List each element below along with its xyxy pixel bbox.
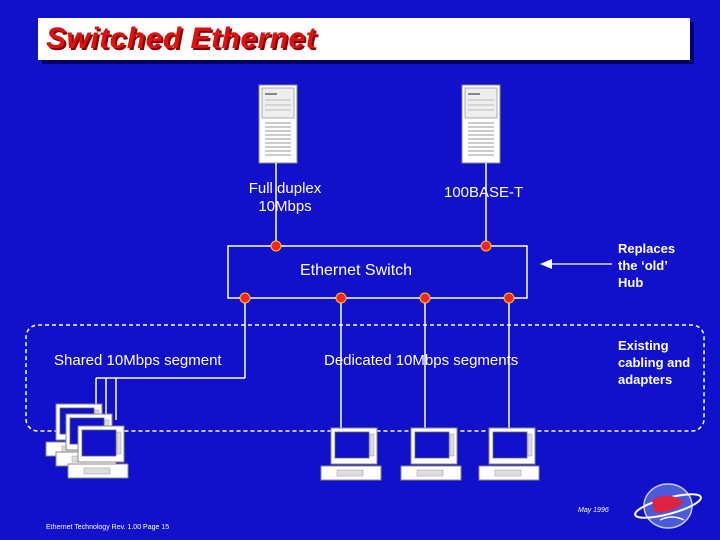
switch-port [270,240,282,252]
workstation-icon [478,427,540,481]
replaces-line1: Replaces [618,241,676,256]
replaces-hub-label: Replaces the ‘old’ Hub [618,240,675,291]
server-icon [461,84,501,164]
replaces-line3: Hub [618,275,644,290]
footer-text: Ethernet Technology Rev. 1.00 Page 15 [46,524,170,531]
full-duplex-line2: 10Mbps [258,198,312,215]
dedicated-segments-label: Dedicated 10Mbps segments [324,352,519,369]
workstation-icon [320,427,382,481]
title-box: Switched Ethernet [38,18,690,60]
existing-line3: adapters [618,372,673,387]
globe-logo-icon [634,483,702,529]
switch-port [419,292,431,304]
switch-port [335,292,347,304]
existing-line2: cabling and [618,355,691,370]
switch-port [503,292,515,304]
base-t-label: 100BASE-T [444,184,524,201]
switch-box [227,245,528,299]
arrow-head-icon [540,259,552,269]
workstation-icon [400,427,462,481]
switch-port [480,240,492,252]
switch-label: Ethernet Switch [300,262,413,279]
existing-cabling-label: Existing cabling and adapters [618,337,690,388]
page-title: Switched Ethernet [46,22,317,55]
footer-date: May 1996 [578,507,609,514]
existing-line1: Existing [618,338,669,353]
full-duplex-line1: Full duplex [248,180,322,197]
replaces-line2: the ‘old’ [618,258,668,273]
server-icon [258,84,298,164]
switch-port [239,292,251,304]
full-duplex-label: Full duplex 10Mbps [240,180,330,216]
shared-segment-label: Shared 10Mbps segment [54,352,222,369]
